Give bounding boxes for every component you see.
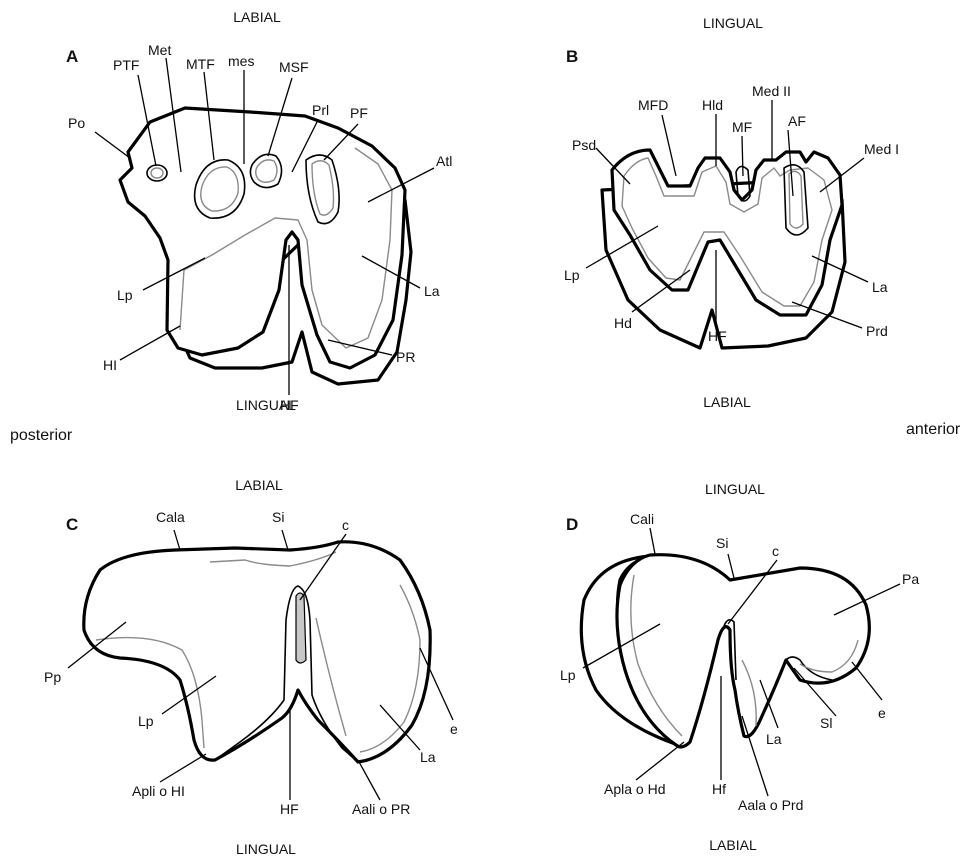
label-a-pr: PR (396, 349, 415, 365)
orientation-right: anterior (906, 421, 961, 438)
label-d-apla: Apla o Hd (604, 781, 665, 797)
label-a-mtf: MTF (186, 56, 215, 72)
label-d-si: Si (716, 535, 728, 551)
label-a-prl: Prl (312, 102, 329, 118)
cement-c (296, 593, 306, 663)
label-b-hld: Hld (702, 97, 723, 113)
label-d-e: e (878, 705, 886, 721)
label-a-met: Met (148, 42, 171, 58)
label-d-pa: Pa (902, 571, 919, 587)
label-c-c: c (342, 517, 349, 533)
leader-d-si (728, 554, 734, 578)
panel-d-bottom-orientation: LABIAL (709, 837, 757, 853)
panel-b-top-orientation: LINGUAL (703, 15, 763, 31)
panel-b-letter: B (566, 47, 578, 66)
leader-a-hi (120, 326, 180, 360)
label-a-msf: MSF (279, 59, 309, 75)
leader-d-e (852, 662, 882, 700)
panel-a-main-outline (120, 108, 405, 368)
label-a-lp: Lp (117, 287, 133, 303)
label-c-e: e (450, 721, 458, 737)
panel-a-top-orientation: LABIAL (233, 9, 281, 25)
panel-c: LABIAL C Cala Si c Pp e Lp La Apli o HI … (44, 477, 458, 857)
label-b-hd: Hd (614, 315, 632, 331)
label-d-lp: Lp (560, 667, 576, 683)
label-b-la: La (872, 279, 888, 295)
label-a-pf: PF (350, 105, 368, 121)
leader-c-apli (160, 754, 206, 782)
label-b-med1: Med I (864, 141, 899, 157)
label-c-apli: Apli o HI (132, 783, 185, 799)
label-a-mes: mes (228, 53, 254, 69)
label-c-cala: Cala (156, 509, 185, 525)
leader-c-aali (358, 760, 380, 800)
panel-a-letter: A (66, 47, 78, 66)
panel-d: LINGUAL D Cali Si c Pa Lp Sl e La Apl (560, 481, 919, 853)
label-a-ptf: PTF (113, 57, 139, 73)
label-b-af: AF (788, 113, 806, 129)
panel-c-letter: C (66, 515, 78, 534)
panel-c-bottom-orientation: LINGUAL (236, 841, 296, 857)
label-d-cali: Cali (630, 511, 654, 527)
label-c-la: La (420, 749, 436, 765)
label-c-hf: HF (280, 801, 299, 817)
panel-a: LABIAL A Po PTF (66, 9, 452, 413)
panel-d-letter: D (566, 515, 578, 534)
panel-d-top-orientation: LINGUAL (705, 481, 765, 497)
label-c-si: Si (272, 509, 284, 525)
label-c-aali: Aali o PR (352, 801, 410, 817)
panel-c-top-orientation: LABIAL (235, 477, 283, 493)
leader-c-cala (174, 530, 180, 550)
label-a-atl: Atl (436, 153, 452, 169)
label-d-aala: Aala o Prd (738, 797, 803, 813)
label-b-mfd: MFD (638, 97, 668, 113)
orientation-left: posterior (10, 427, 73, 444)
leader-d-cali (650, 528, 655, 554)
leader-b-mfd (662, 115, 676, 176)
label-a-la: La (424, 283, 440, 299)
label-d-la: La (766, 731, 782, 747)
label-b-mf: MF (732, 119, 752, 135)
label-a-po: Po (68, 115, 85, 131)
panel-a-bottom-orientation: LINGUAL (236, 397, 296, 413)
leader-d-apla (636, 742, 684, 780)
label-b-hf: HF (708, 328, 727, 344)
label-a-hi: HI (103, 357, 117, 373)
label-d-sl: Sl (820, 715, 832, 731)
label-d-c: c (772, 543, 779, 559)
leader-a-po (95, 132, 130, 158)
label-c-pp: Pp (44, 669, 61, 685)
label-b-prd: Prd (866, 323, 888, 339)
label-b-med2: Med II (752, 83, 791, 99)
leader-b-mf (742, 136, 743, 176)
panel-b-bottom-orientation: LABIAL (703, 394, 751, 410)
leader-c-si (282, 530, 288, 550)
panel-b: LINGUAL B Psd MFD Hld MF Med II AF Med I (564, 15, 899, 410)
label-b-lp: Lp (564, 267, 580, 283)
label-c-lp: Lp (138, 713, 154, 729)
label-d-hf: Hf (712, 781, 726, 797)
label-b-psd: Psd (572, 137, 596, 153)
